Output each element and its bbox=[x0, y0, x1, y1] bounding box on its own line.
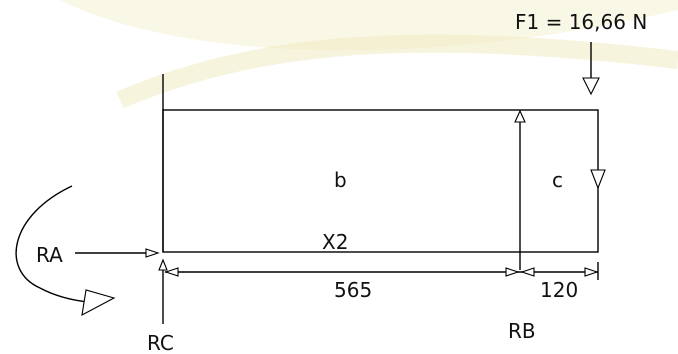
moment-curve bbox=[15, 185, 89, 303]
right-edge-down-arrow bbox=[590, 169, 606, 190]
dim-arrow-mid-right bbox=[520, 267, 535, 277]
dim-arrow-mid-left bbox=[505, 267, 520, 277]
dim-arrow-left bbox=[164, 267, 179, 277]
rc-arrow-head bbox=[158, 258, 168, 271]
f1-arrow-head bbox=[582, 77, 600, 96]
dim-arrow-right bbox=[584, 267, 599, 277]
rb-label: RB bbox=[508, 319, 536, 343]
watermark bbox=[60, 0, 678, 109]
f1-label: F1 = 16,66 N bbox=[515, 10, 647, 34]
dim-120-label: 120 bbox=[540, 278, 578, 302]
ra-label: RA bbox=[36, 243, 63, 267]
beam-rectangle bbox=[162, 109, 599, 253]
section-x2-label: X2 bbox=[322, 230, 348, 254]
rc-label: RC bbox=[147, 331, 174, 354]
moment-arrow-head bbox=[81, 289, 116, 317]
region-c-label: c bbox=[552, 168, 563, 192]
rb-arrow-head bbox=[514, 109, 526, 123]
ra-arrow-head bbox=[145, 248, 160, 258]
dim-565-label: 565 bbox=[334, 278, 372, 302]
region-b-label: b bbox=[334, 168, 347, 192]
